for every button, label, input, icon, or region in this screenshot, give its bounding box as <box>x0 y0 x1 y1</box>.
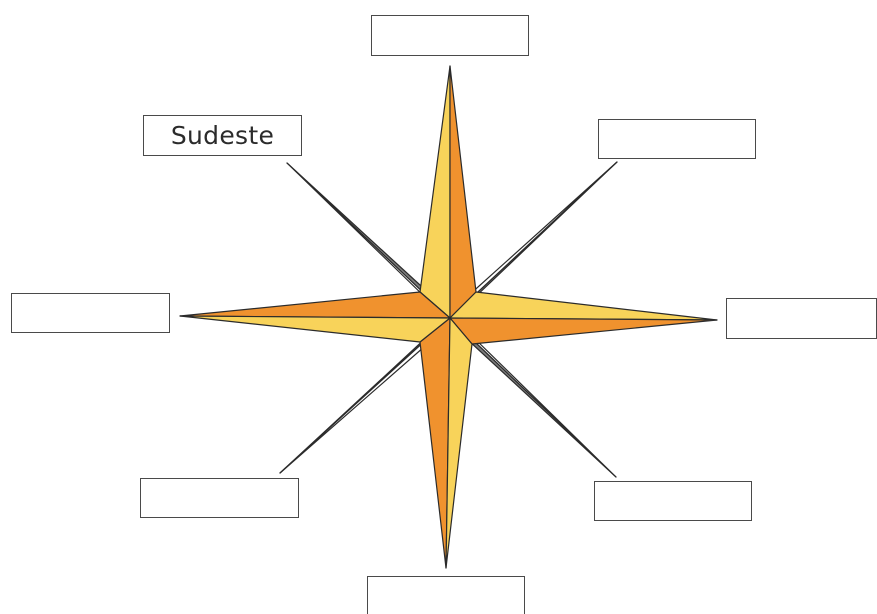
west-point <box>180 292 450 342</box>
east-point-bottom <box>450 318 717 344</box>
label-northwest[interactable]: Sudeste <box>143 115 302 156</box>
label-south[interactable] <box>367 576 525 614</box>
north-point-left <box>420 66 450 318</box>
east-point-top <box>450 292 717 320</box>
label-north[interactable] <box>371 15 529 56</box>
south-point-left <box>420 318 450 568</box>
label-southwest[interactable] <box>140 478 299 518</box>
label-east[interactable] <box>726 298 877 339</box>
south-point <box>420 318 472 568</box>
west-point-bottom <box>180 316 450 342</box>
label-northeast[interactable] <box>598 119 756 159</box>
east-point <box>450 292 717 344</box>
west-point-top <box>180 292 450 318</box>
north-point <box>420 66 476 318</box>
label-southeast[interactable] <box>594 481 752 521</box>
label-west[interactable] <box>11 293 170 333</box>
north-point-right <box>450 66 476 318</box>
south-point-right <box>446 318 472 568</box>
